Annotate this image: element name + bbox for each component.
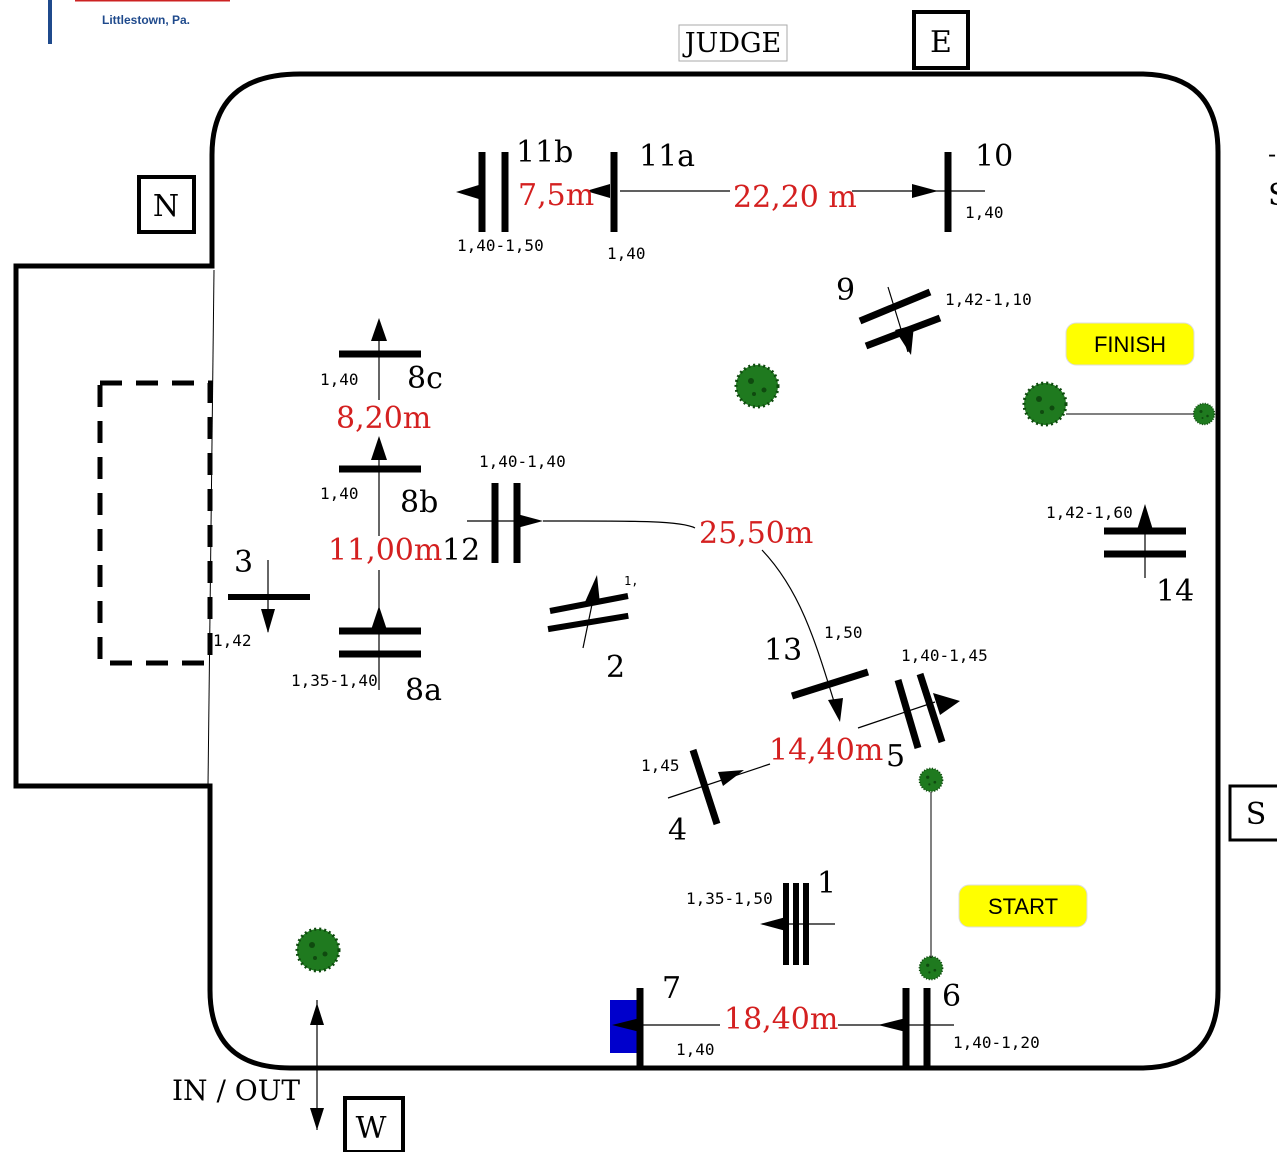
fence-4-height: 1,45 — [641, 756, 680, 775]
fence-2-number: 2 — [606, 650, 625, 685]
distance-12-13: 25,50m — [699, 516, 813, 551]
fence-11a-number: 11a — [639, 139, 695, 174]
fence-4: 4 1,45 — [641, 748, 721, 848]
fence-8c: 8c 1,40 — [320, 318, 443, 400]
start-label: START — [988, 894, 1058, 919]
fence-3: 3 1,42 — [213, 545, 310, 650]
fence-1-number: 1 — [817, 866, 836, 901]
fence-3-number: 3 — [234, 545, 253, 580]
judge-box — [678, 24, 788, 62]
fence-6-height: 1,40-1,20 — [953, 1033, 1040, 1052]
fence-8a-number: 8a — [405, 673, 442, 708]
compass-east-box — [912, 10, 970, 70]
distance-11a-11b: 7,5m — [518, 178, 594, 213]
track-curve-12-13 — [542, 520, 696, 529]
fence-9: 9 1,42-1,10 — [836, 273, 1032, 355]
fence-2: 2 1, — [547, 574, 638, 685]
compass-south: S — [1246, 797, 1267, 832]
fence-1: 1 1,35-1,50 — [686, 866, 836, 965]
tree-icon — [1192, 402, 1216, 426]
finish-badge — [1065, 322, 1195, 366]
direction-arrow — [586, 184, 610, 198]
tree-icon — [295, 927, 341, 973]
fence-1-height: 1,35-1,50 — [686, 889, 773, 908]
finish-label: FINISH — [1094, 332, 1166, 357]
fence-3-height: 1,42 — [213, 631, 252, 650]
fence-8b-number: 8b — [400, 485, 438, 520]
compass-south-box — [1228, 784, 1277, 842]
fence-13-number: 13 — [764, 633, 802, 668]
fence-8b-height: 1,40 — [320, 484, 359, 503]
fence-14: 14 1,42-1,60 — [1046, 503, 1194, 609]
edge-fragment-2: S — [1268, 178, 1277, 213]
distance-10-11a: 22,20 m — [733, 180, 857, 215]
fence-10: 10 1,40 — [944, 139, 1013, 232]
direction-arrow — [718, 770, 744, 786]
fence-7-number: 7 — [662, 971, 681, 1006]
track-line — [667, 763, 771, 799]
fence-11a: 11a 1,40 — [607, 139, 695, 263]
fence-8a: 8a 1,35-1,40 — [291, 570, 442, 708]
compass-east: E — [930, 25, 952, 60]
fence-12-number: 12 — [442, 533, 480, 568]
fence-6-number: 6 — [942, 979, 961, 1014]
distance-6-7: 18,40m — [724, 1002, 838, 1037]
fence-11b: 11b 1,40-1,50 — [456, 135, 573, 255]
fence-13-height: 1,50 — [824, 623, 863, 642]
fence-13: 13 1,50 — [764, 623, 870, 700]
direction-arrow — [912, 184, 938, 198]
fence-11b-height: 1,40-1,50 — [457, 236, 544, 255]
fence-2-height: 1, — [624, 574, 638, 588]
fence-7-height: 1,40 — [676, 1040, 715, 1059]
fence-14-height: 1,42-1,60 — [1046, 503, 1133, 522]
judge-label: JUDGE — [682, 28, 782, 59]
distance-8a-8b: 11,00m — [328, 533, 442, 568]
warmup-box — [97, 380, 213, 666]
fence-5-number: 5 — [886, 739, 905, 774]
compass-north-box — [137, 175, 196, 234]
fence-5-height: 1,40-1,45 — [901, 646, 988, 665]
distance-8b-8c: 8,20m — [336, 401, 431, 436]
logo: Littlestown, Pa. — [48, 0, 230, 44]
fence-8a-height: 1,35-1,40 — [291, 671, 378, 690]
fence-7: 7 1,40 — [610, 971, 715, 1066]
track-line — [857, 701, 936, 729]
fence-9-height: 1,42-1,10 — [945, 290, 1032, 309]
fence-10-number: 10 — [975, 139, 1013, 174]
fence-6: 6 1,40-1,20 — [838, 979, 1040, 1066]
tree-icon — [918, 767, 944, 793]
fence-9-number: 9 — [836, 273, 855, 308]
compass-west: W — [356, 1111, 387, 1146]
tree-icon — [918, 955, 944, 981]
fence-8c-height: 1,40 — [320, 370, 359, 389]
direction-arrow — [828, 698, 843, 722]
arena-outline — [13, 71, 1221, 1071]
distance-4-5: 14,40m — [769, 733, 883, 768]
fence-12: 12 1,40-1,40 — [442, 452, 566, 568]
fence-12-height: 1,40-1,40 — [479, 452, 566, 471]
fence-4-number: 4 — [668, 813, 687, 848]
fence-11b-number: 11b — [516, 135, 573, 170]
start-badge — [958, 884, 1088, 928]
fence-8b: 8b 1,40 — [320, 436, 438, 536]
edge-fragment-1: - — [1268, 140, 1276, 168]
fence-8c-number: 8c — [407, 361, 443, 396]
compass-north: N — [153, 189, 179, 224]
logo-subtitle: Littlestown, Pa. — [102, 13, 190, 27]
fence-5: 5 1,40-1,45 — [886, 646, 988, 774]
tree-icon — [734, 363, 780, 409]
fence-11a-height: 1,40 — [607, 244, 646, 263]
in-out-label: IN / OUT — [172, 1074, 300, 1107]
fence-14-number: 14 — [1156, 574, 1194, 609]
tree-icon — [1022, 381, 1068, 427]
in-out-marker: IN / OUT — [172, 1000, 324, 1130]
fence-10-height: 1,40 — [965, 203, 1004, 222]
